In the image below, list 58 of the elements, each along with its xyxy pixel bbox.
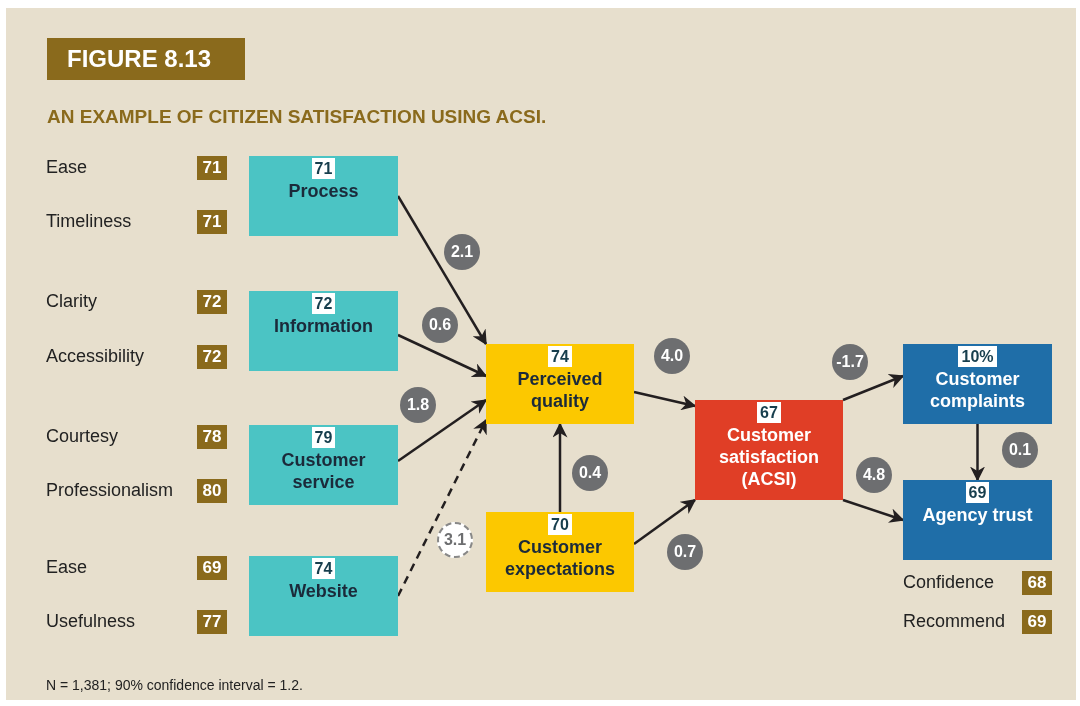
score-badge: 72 <box>197 345 227 369</box>
attribute-label: Clarity <box>46 291 97 312</box>
process-box <box>249 556 398 636</box>
box-label: Customer complaints <box>929 368 1026 412</box>
arrow <box>633 390 697 411</box>
attribute-label: Ease <box>46 157 88 178</box>
score-badge: 71 <box>197 156 227 180</box>
score-badge: 71 <box>197 210 227 234</box>
attribute-label: Professionalism <box>46 480 174 501</box>
box-label: Website <box>288 580 359 602</box>
score-badge: 69 <box>1022 610 1052 634</box>
box-label: Customer expectations <box>503 536 616 580</box>
diagram-title: AN EXAMPLE OF CITIZEN SATISFACTION USING ACSI. <box>47 106 547 128</box>
score-badge: 72 <box>197 290 227 314</box>
score-value: 74 <box>311 558 336 579</box>
score-value: 74 <box>548 346 572 367</box>
attribute-label: Accessibility <box>46 346 145 367</box>
score-badge: 78 <box>197 425 227 449</box>
attribute-label: Usefulness <box>46 611 136 632</box>
arrow <box>397 398 488 463</box>
figure-number-tag: FIGURE 8.13 <box>47 38 245 80</box>
score-value: 72 <box>311 293 336 314</box>
score-value: 79 <box>311 427 336 448</box>
process-box <box>903 344 1052 424</box>
score-value: 10% <box>958 346 997 367</box>
score-value: 67 <box>757 402 781 423</box>
arrow <box>397 333 488 378</box>
box-label: Customer service <box>280 449 367 493</box>
attribute-label: Confidence <box>903 572 995 593</box>
process-box <box>249 156 398 236</box>
score-badge: 69 <box>197 556 227 580</box>
box-label: Customer satisfaction (ACSI) <box>718 424 820 490</box>
arrow <box>842 374 905 402</box>
attribute-label: Recommend <box>903 611 1006 632</box>
arrow <box>552 422 568 512</box>
score-value: 71 <box>311 158 336 179</box>
score-badge: 80 <box>197 479 227 503</box>
box-label: Perceived quality <box>516 368 604 412</box>
arrow <box>842 498 905 523</box>
score-value: 70 <box>548 514 572 535</box>
attribute-label: Timeliness <box>46 211 132 232</box>
box-label: Process <box>287 180 360 202</box>
box-label: Information <box>273 315 374 337</box>
attribute-label: Courtesy <box>46 426 119 447</box>
process-box <box>486 512 634 592</box>
arrow <box>633 499 697 545</box>
process-box <box>695 400 843 500</box>
box-label: Agency trust <box>921 504 1034 526</box>
attribute-label: Ease <box>46 557 88 578</box>
arrow <box>970 424 985 482</box>
score-value: 69 <box>965 482 990 503</box>
process-box <box>249 425 398 505</box>
process-box <box>486 344 634 424</box>
footnote: N = 1,381; 90% confidence interval = 1.2. <box>46 677 303 693</box>
process-box <box>903 480 1052 560</box>
process-box <box>249 291 398 371</box>
score-badge: 68 <box>1022 571 1052 595</box>
score-badge: 77 <box>197 610 227 634</box>
